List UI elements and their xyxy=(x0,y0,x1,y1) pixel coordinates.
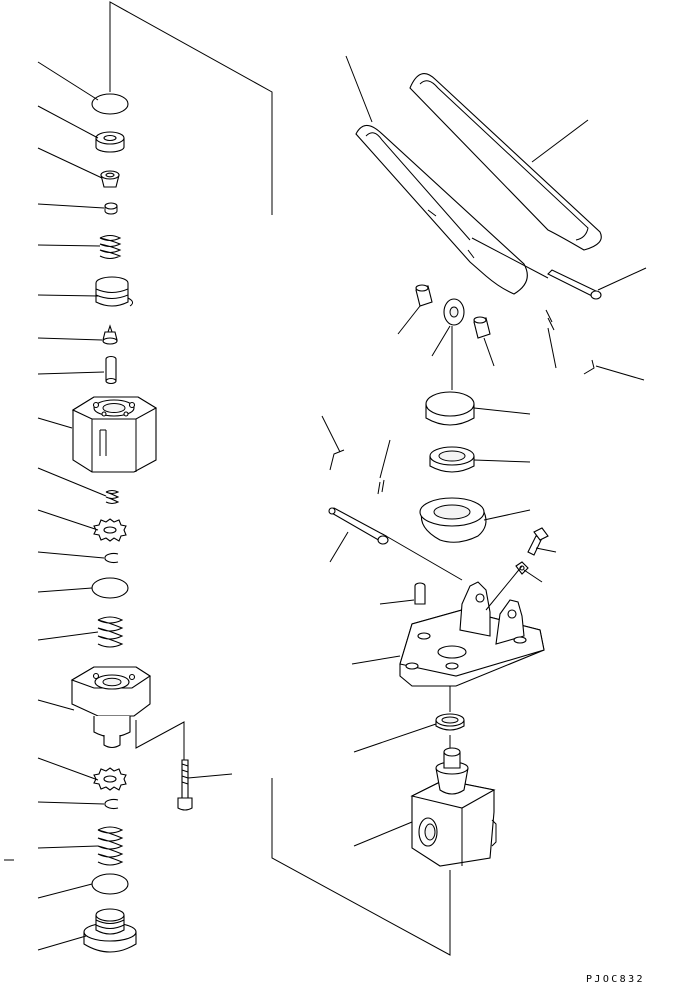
part-bolt-short xyxy=(414,582,426,605)
part-roller xyxy=(443,298,465,326)
part-spring-small xyxy=(105,489,120,505)
part-screw-lower xyxy=(515,561,529,575)
part-seal-ring xyxy=(429,446,475,473)
part-spring-middle xyxy=(97,616,124,648)
part-boot-cone xyxy=(419,497,487,543)
part-disc-middle xyxy=(91,577,129,599)
leader-lines-right xyxy=(321,55,647,847)
part-spring-lower xyxy=(97,826,124,866)
part-snap-ring-upper xyxy=(104,552,119,564)
part-valve-body-lower xyxy=(70,666,152,749)
part-collar-nut xyxy=(95,131,125,153)
part-valve-body-upper xyxy=(71,396,158,473)
part-seat-cup xyxy=(100,170,120,188)
part-split-pin-right xyxy=(545,309,595,375)
part-washer-bottom xyxy=(435,713,465,731)
part-bushing-left xyxy=(415,284,433,307)
leader-lines-left xyxy=(4,61,233,951)
drawing-code-label: PJOC832 xyxy=(586,974,645,985)
part-small-ring xyxy=(104,202,118,215)
part-toothed-washer-lower xyxy=(93,767,127,791)
part-spring-large xyxy=(95,276,134,307)
part-valve-tip xyxy=(102,324,118,345)
part-bolt-long xyxy=(177,759,193,811)
part-screw-upper xyxy=(527,527,549,556)
assembly-guide-lines xyxy=(109,1,453,956)
part-shaft-pin xyxy=(328,507,389,545)
part-toothed-washer-upper xyxy=(93,518,127,542)
part-split-pin-left xyxy=(329,449,385,495)
part-spring-upper xyxy=(99,234,122,260)
part-base-bracket xyxy=(399,581,545,687)
part-disc-bottom xyxy=(91,873,129,895)
part-bottom-plug-nut xyxy=(83,908,137,953)
part-disc-top xyxy=(91,93,129,115)
part-snap-ring-lower xyxy=(104,798,119,810)
part-stem-bolt xyxy=(105,355,117,385)
part-bushing-right xyxy=(473,316,491,339)
part-pedal-pin xyxy=(547,269,602,300)
part-pedal-upper xyxy=(409,73,602,251)
part-pedal-lower xyxy=(355,124,528,295)
part-boot-cap xyxy=(425,391,475,426)
part-valve-housing xyxy=(410,747,497,867)
